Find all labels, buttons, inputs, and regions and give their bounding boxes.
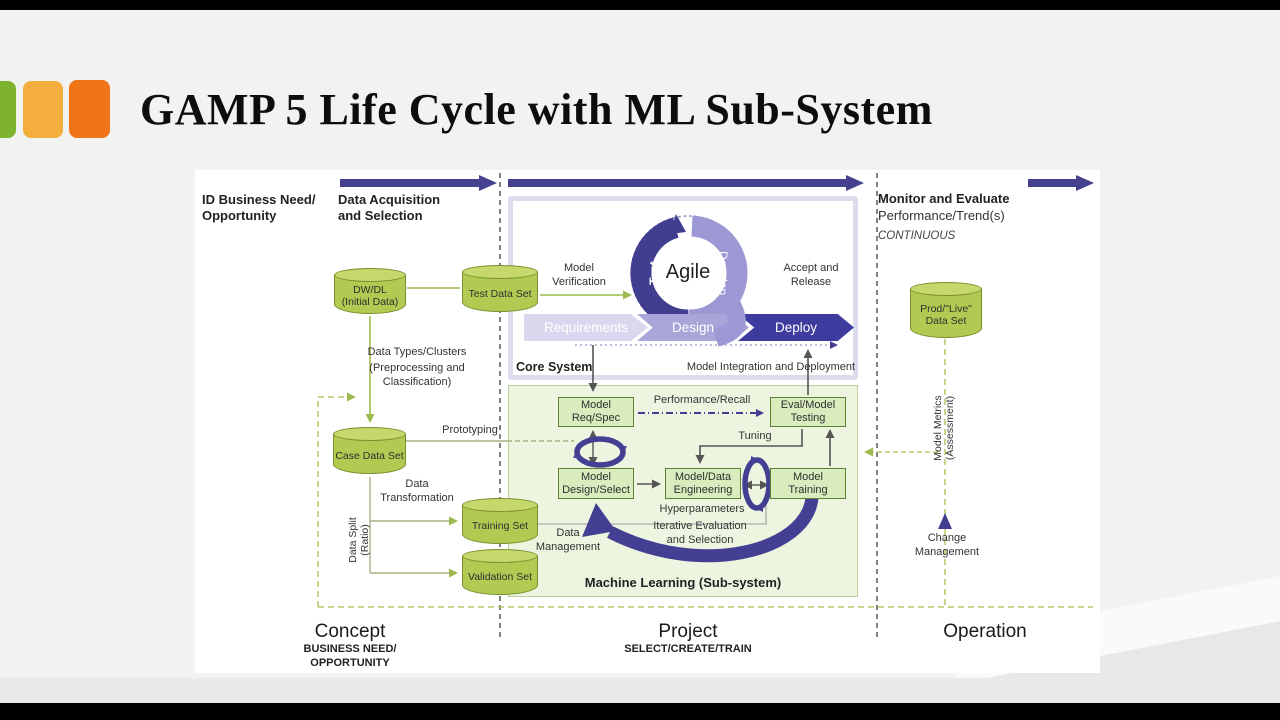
label-phase-project: Project <box>658 621 718 642</box>
slide-title: GAMP 5 Life Cycle with ML Sub-System <box>140 85 933 134</box>
label-performance-recall: Performance/Recall <box>653 394 751 406</box>
label-data-acquisition: Data Acquisition and Selection <box>338 192 441 224</box>
cylinder-dw-dl-label: DW/DL (Initial Data) <box>341 284 399 308</box>
label-accept-release: Accept and Release <box>783 262 839 288</box>
cylinder-top <box>910 282 982 296</box>
letterbox-bottom <box>0 703 1280 720</box>
cylinder-dw-dl: DW/DL (Initial Data) <box>334 268 406 314</box>
box-model-training: Model Training <box>770 468 846 499</box>
chevron-design-label: Design <box>671 320 715 335</box>
label-preprocessing: (Preprocessing and Classification) <box>369 362 465 388</box>
accent-square-green <box>0 81 16 138</box>
box-eval-model-testing: Eval/Model Testing <box>770 397 846 427</box>
label-data-management: Data Management <box>535 527 601 553</box>
label-phase-concept: Concept <box>314 621 386 642</box>
label-hyperparameters: Hyperparameters <box>659 503 745 515</box>
label-phase-concept-sub: BUSINESS NEED/ OPPORTUNITY <box>303 643 397 669</box>
label-id-business-need: ID Business Need/ Opportunity <box>202 192 316 224</box>
label-continuous: CONTINUOUS <box>878 230 956 242</box>
label-model-verification: Model Verification <box>552 262 606 288</box>
cylinder-body <box>333 434 406 474</box>
chevron-requirements-label: Requirements <box>543 320 629 335</box>
cylinder-case-data-set-label: Case Data Set <box>335 449 404 462</box>
label-iterative-evaluation: Iterative Evaluation and Selection <box>653 520 747 546</box>
label-data-transformation: Data Transformation <box>380 478 454 504</box>
box-model-data-engineering: Model/Data Engineering <box>665 468 741 499</box>
box-model-req-spec: Model Req/Spec <box>558 397 634 427</box>
label-phase-project-sub: SELECT/CREATE/TRAIN <box>624 643 752 655</box>
cylinder-test-data-set: Test Data Set <box>462 265 538 312</box>
label-core-system: Core System <box>516 360 593 374</box>
cylinder-test-data-set-label: Test Data Set <box>468 287 532 300</box>
label-model-metrics: Model Metrics (Assessment) <box>932 395 956 461</box>
cylinder-prod-live-label: Prod/"Live" Data Set <box>920 303 972 327</box>
chevron-deploy: Deploy <box>738 314 854 341</box>
label-data-types-clusters: Data Types/Clusters <box>367 346 467 358</box>
background-strip <box>0 678 1280 704</box>
agile-label: Agile <box>665 261 711 283</box>
accent-square-orange <box>69 80 110 138</box>
cylinder-validation-set: Validation Set <box>462 549 538 595</box>
label-performance-trends: Performance/Trend(s) <box>878 208 1005 223</box>
cylinder-body <box>910 289 982 338</box>
cylinder-top <box>334 268 406 282</box>
agile-develop-label: Develop <box>716 250 730 296</box>
chevron-deploy-label: Deploy <box>774 320 818 335</box>
letterbox-top <box>0 0 1280 10</box>
cylinder-prod-live: Prod/"Live" Data Set <box>910 282 982 338</box>
chevron-design: Design <box>637 314 749 341</box>
label-phase-operation: Operation <box>943 621 1027 642</box>
cylinder-training-set: Training Set <box>462 498 538 544</box>
label-data-split: Data Split (Ratio) <box>347 517 371 563</box>
cylinder-training-set-label: Training Set <box>471 520 529 532</box>
chevron-requirements: Requirements <box>524 314 648 341</box>
label-prototyping: Prototyping <box>442 424 498 436</box>
label-ml-subsystem: Machine Learning (Sub-system) <box>584 575 782 590</box>
label-monitor-evaluate: Monitor and Evaluate <box>878 191 1010 206</box>
agile-test-label: Test <box>647 261 661 285</box>
cylinder-body <box>462 556 538 595</box>
accent-square-amber <box>23 81 63 138</box>
cylinder-validation-set-label: Validation Set <box>467 571 532 583</box>
label-tuning: Tuning <box>738 430 772 442</box>
label-change-management: Change Management <box>914 532 980 558</box>
box-model-design-select: Model Design/Select <box>558 468 634 499</box>
cylinder-case-data-set: Case Data Set <box>333 427 406 474</box>
label-model-integration: Model Integration and Deployment <box>686 361 856 373</box>
